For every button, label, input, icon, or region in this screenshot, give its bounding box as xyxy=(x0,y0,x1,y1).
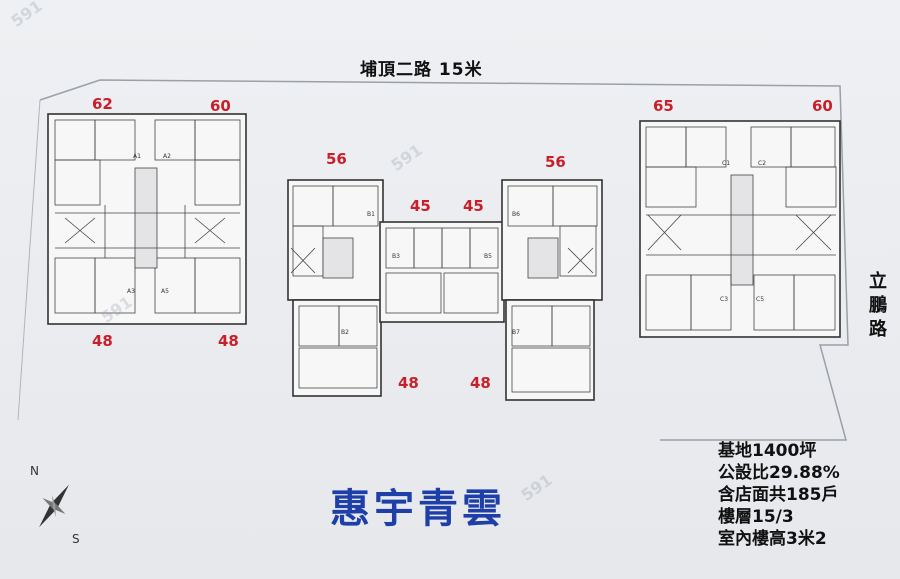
unit-size-label: 48 xyxy=(398,374,419,392)
unit-size-label: 45 xyxy=(463,197,484,215)
unit-size-label: 60 xyxy=(812,97,833,115)
building-b-middle-floorplan: B3 B5 xyxy=(379,221,505,323)
unit-size-label: 56 xyxy=(326,150,347,168)
svg-text:A3: A3 xyxy=(127,288,135,295)
svg-text:B7: B7 xyxy=(512,329,520,336)
svg-text:B2: B2 xyxy=(341,329,349,336)
road-label-right-char: 立 xyxy=(869,271,887,292)
unit-size-label: 60 xyxy=(210,97,231,115)
building-a-floorplan: A1 A2 A3 A5 xyxy=(47,113,247,325)
svg-text:B5: B5 xyxy=(484,253,492,260)
svg-text:A2: A2 xyxy=(163,153,171,160)
compass-south-label: S xyxy=(72,532,80,546)
project-title: 惠宇青雲 xyxy=(330,486,506,532)
road-label-right: 立 鵬 路 xyxy=(866,270,890,342)
unit-size-label: 56 xyxy=(545,153,566,171)
svg-text:B1: B1 xyxy=(367,211,375,218)
unit-size-label: 48 xyxy=(218,332,239,350)
info-line: 基地1400坪 xyxy=(718,441,817,461)
info-line: 含店面共185戶 xyxy=(718,485,839,505)
unit-size-label: 62 xyxy=(92,95,113,113)
svg-text:C5: C5 xyxy=(756,296,764,303)
compass-north-label: N xyxy=(30,464,39,478)
info-line: 公設比29.88% xyxy=(718,463,840,483)
svg-text:A1: A1 xyxy=(133,153,141,160)
info-line: 室內樓高3米2 xyxy=(718,529,827,549)
compass-rose-icon xyxy=(39,484,69,528)
unit-size-label: 65 xyxy=(653,97,674,115)
project-info: 基地1400坪 公設比29.88% 含店面共185戶 樓層15/3 室內樓高3米… xyxy=(718,440,840,550)
info-line: 樓層15/3 xyxy=(718,507,794,527)
unit-size-label: 45 xyxy=(410,197,431,215)
svg-text:B3: B3 xyxy=(392,253,400,260)
road-label-right-char: 鵬 xyxy=(869,295,887,316)
svg-text:C2: C2 xyxy=(758,160,766,167)
road-label-right-char: 路 xyxy=(869,319,887,340)
road-label-top: 埔頂二路 15米 xyxy=(360,60,483,80)
unit-size-label: 48 xyxy=(92,332,113,350)
building-c-floorplan: C1 C2 C3 C5 xyxy=(639,120,841,338)
svg-text:C1: C1 xyxy=(722,160,730,167)
unit-size-label: 48 xyxy=(470,374,491,392)
svg-text:C3: C3 xyxy=(720,296,728,303)
svg-text:A5: A5 xyxy=(161,288,169,295)
svg-text:B6: B6 xyxy=(512,211,520,218)
